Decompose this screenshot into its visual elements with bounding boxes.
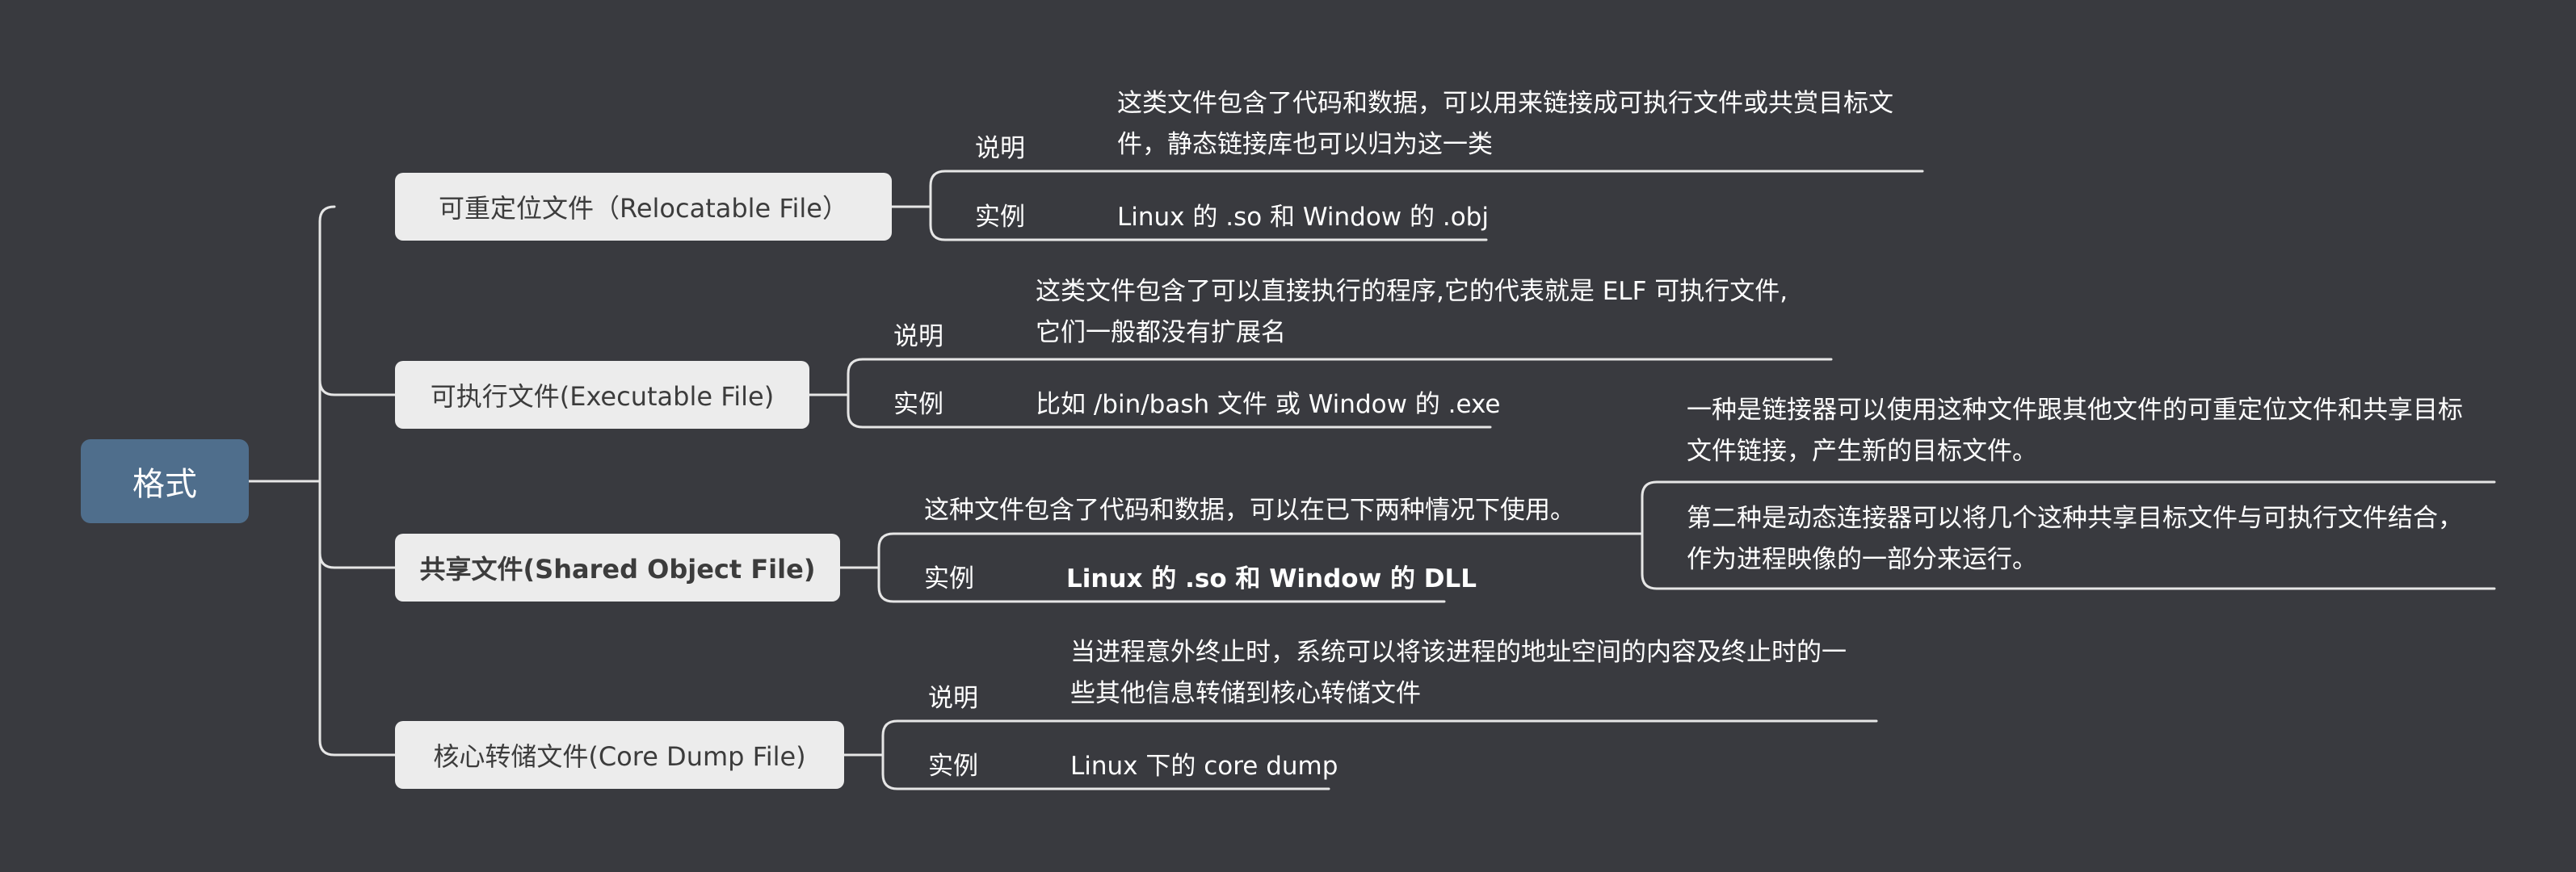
case-dynamic-linker: 第二种是动态连接器可以将几个这种共享目标文件与可执行文件结合， 作为进程映像的一… <box>1687 498 2463 581</box>
desc-text: 当进程意外终止时，系统可以将该进程的地址空间的内容及终止时的一 些其他信息转储到… <box>1070 632 1847 715</box>
root-node[interactable]: 格式 <box>81 439 249 523</box>
case-line: 作为进程映像的一部分来运行。 <box>1687 545 2037 574</box>
branch1-bracket <box>890 170 1924 241</box>
branch-core-dump-file[interactable]: 核心转储文件(Core Dump File) <box>395 721 844 789</box>
desc-line: 些其他信息转储到核心转储文件 <box>1070 679 1421 708</box>
desc-line: 这类文件包含了可以直接执行的程序,它的代表就是 ELF 可执行文件, <box>1036 277 1788 306</box>
example-label: 实例 <box>928 752 978 781</box>
desc-label: 说明 <box>975 134 1025 163</box>
example-text: Linux 的 .so 和 Window 的 .obj <box>1117 203 1489 232</box>
branch-connector-1 <box>318 205 397 757</box>
example-label: 实例 <box>924 564 974 593</box>
desc-line: 当进程意外终止时，系统可以将该进程的地址空间的内容及终止时的一 <box>1070 638 1847 667</box>
desc-text: 这类文件包含了代码和数据，可以用来链接成可执行文件或共赏目标文 件，静态链接库也… <box>1117 83 1893 166</box>
desc-text: 这类文件包含了可以直接执行的程序,它的代表就是 ELF 可执行文件, 它们一般都… <box>1036 271 1788 354</box>
case-line: 第二种是动态连接器可以将几个这种共享目标文件与可执行文件结合， <box>1687 504 2463 533</box>
desc-line: 它们一般都没有扩展名 <box>1036 318 1286 347</box>
example-label: 实例 <box>975 203 1025 232</box>
branch3-bracket <box>838 480 2496 603</box>
case-line: 一种是链接器可以使用这种文件跟其他文件的可重定位文件和共享目标 <box>1687 396 2463 425</box>
example-text: Linux 下的 core dump <box>1070 752 1338 781</box>
example-text: Linux 的 .so 和 Window 的 DLL <box>1066 564 1477 593</box>
example-text: 比如 /bin/bash 文件 或 Window 的 .exe <box>1036 390 1501 419</box>
desc-label: 说明 <box>928 684 978 713</box>
branch-shared-object-file[interactable]: 共享文件(Shared Object File) <box>395 534 840 602</box>
desc-line: 这类文件包含了代码和数据，可以用来链接成可执行文件或共赏目标文 <box>1117 89 1893 118</box>
branch-relocatable-file[interactable]: 可重定位文件（Relocatable File） <box>395 173 892 241</box>
branch-connector-3 <box>318 551 397 569</box>
branch2-bracket <box>808 358 1833 429</box>
case-linker: 一种是链接器可以使用这种文件跟其他文件的可重定位文件和共享目标 文件链接，产生新… <box>1687 390 2463 472</box>
branch-executable-file[interactable]: 可执行文件(Executable File) <box>395 361 809 429</box>
branch4-bracket <box>843 719 1878 790</box>
case-line: 文件链接，产生新的目标文件。 <box>1687 437 2037 466</box>
desc-text: 这种文件包含了代码和数据，可以在已下两种情况下使用。 <box>924 496 1575 525</box>
branch-connector-2 <box>318 379 397 396</box>
desc-label: 说明 <box>893 322 943 351</box>
example-label: 实例 <box>893 390 943 419</box>
desc-line: 件，静态链接库也可以归为这一类 <box>1117 130 1493 159</box>
